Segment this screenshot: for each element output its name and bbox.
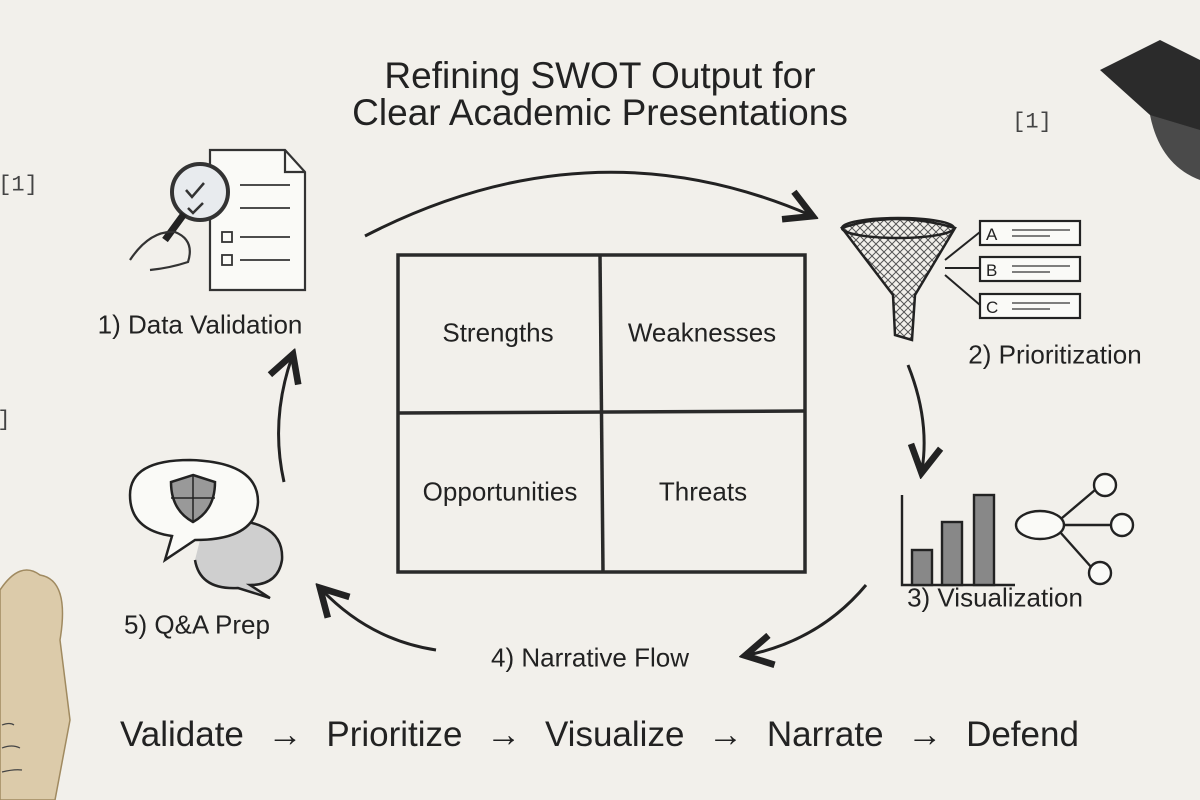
- step-qa-prep: 5) Q&A Prep: [124, 609, 270, 640]
- arrow-narrative-to-qa: [322, 590, 437, 652]
- arrow-visualization-to-narrative: [748, 584, 868, 655]
- flow-validate: Validate: [120, 715, 244, 754]
- swot-opportunities: Opportunities: [422, 476, 578, 507]
- flow-narrate: Narrate: [766, 715, 884, 754]
- arrow-prioritization-to-visualization: [906, 364, 924, 470]
- arrow-validation-to-prioritization: [364, 170, 810, 238]
- swot-threats: Threats: [658, 476, 748, 507]
- title-line-1: Refining SWOT Output for: [384, 55, 816, 96]
- title-line-2: Clear Academic Presentations: [352, 92, 848, 133]
- flow-defend: Defend: [966, 715, 1079, 754]
- flow-arrow-icon: →: [486, 715, 522, 754]
- document-magnifier-icon: [129, 148, 307, 292]
- speech-bubble-shield-icon: [128, 458, 284, 600]
- priority-item-a: A: [986, 225, 998, 244]
- parchment-icon: [0, 569, 71, 800]
- flow-visualize: Visualize: [544, 715, 685, 754]
- step-data-validation: 1) Data Validation: [97, 309, 303, 340]
- swot-strengths: Strengths: [442, 317, 554, 348]
- bar-chart-network-icon: [900, 472, 1135, 587]
- citation-left-partial: ]: [0, 408, 11, 433]
- graduation-cap-icon: [1100, 40, 1200, 180]
- citation-left: [1]: [0, 172, 38, 198]
- flow-arrow-icon: →: [267, 715, 303, 754]
- funnel-list-icon: [839, 216, 1082, 342]
- flow-prioritize: Prioritize: [326, 715, 463, 754]
- swot-weaknesses: Weaknesses: [627, 317, 777, 348]
- flow-arrow-icon: →: [907, 715, 943, 754]
- step-narrative-flow: 4) Narrative Flow: [491, 642, 689, 673]
- priority-item-c: C: [986, 298, 998, 317]
- flow-arrow-icon: →: [708, 715, 744, 754]
- swot-grid: [396, 253, 807, 574]
- step-prioritization: 2) Prioritization: [968, 339, 1142, 370]
- process-summary: Validate → Prioritize → Visualize → Narr…: [120, 715, 1093, 755]
- arrow-qa-to-validation: [279, 357, 292, 483]
- step-visualization: 3) Visualization: [907, 582, 1083, 613]
- priority-item-b: B: [986, 261, 997, 280]
- citation-top-right: [1]: [1012, 109, 1052, 135]
